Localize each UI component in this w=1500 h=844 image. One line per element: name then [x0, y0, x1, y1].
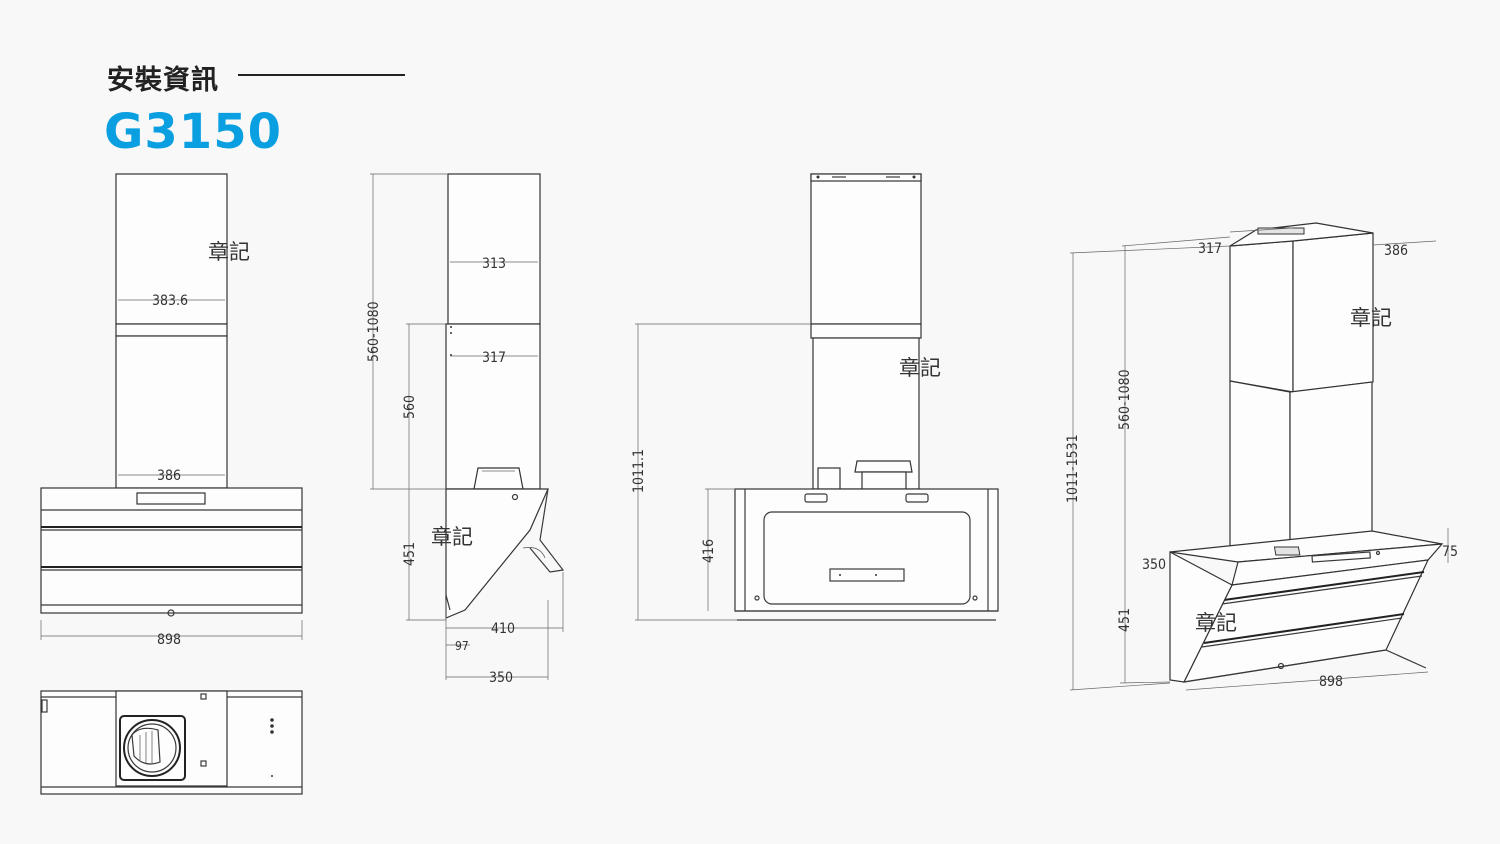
label-side-total-depth: 350	[489, 670, 513, 686]
label-chimney-width: 383.6	[152, 293, 188, 309]
front-chimney-joint	[115, 323, 228, 337]
label-side-hood-depth: 410	[491, 621, 515, 637]
label-iso-hood-width: 898	[1319, 674, 1343, 690]
fan-housing	[119, 715, 186, 781]
label-chimney-base-width: 386	[157, 468, 181, 484]
rear-filter-panel	[763, 511, 971, 605]
stamp-mark-iso-upper: 章記	[1350, 306, 1392, 330]
stamp-mark-side: 章記	[431, 525, 473, 549]
label-iso-hood-depth: 350	[1142, 557, 1166, 573]
dim-line-iso-width	[1185, 671, 1429, 691]
stamp-mark-rear: 章記	[899, 356, 941, 380]
front-upper-chimney	[115, 173, 228, 325]
isometric-view: 317 386 560-1080 1011-1531 350 451 898 7…	[1065, 222, 1458, 691]
side-view: 313 317 560-1080 560 451 410 97 350 章記	[366, 173, 565, 686]
side-front-panel	[529, 488, 565, 573]
label-iso-chimney-range: 560-1080	[1117, 369, 1133, 430]
label-iso-lower-depth: 317	[1198, 241, 1222, 257]
label-side-chimney-range: 560-1080	[366, 301, 382, 362]
label-side-chimney-height: 560	[402, 395, 418, 419]
dim-line-iso-317	[1229, 227, 1294, 233]
rear-duct-connector	[854, 460, 913, 473]
side-hood-profile	[445, 488, 549, 619]
section-title: 安裝資訊	[107, 65, 219, 96]
iso-lower-chimney-front	[1289, 381, 1373, 556]
bottom-view	[40, 690, 303, 795]
front-lower-chimney	[115, 335, 228, 489]
dim-line-iso-386	[1372, 240, 1437, 246]
iso-lower-chimney-side	[1229, 380, 1291, 556]
side-lower-chimney	[445, 323, 541, 490]
front-display-panel	[136, 492, 206, 505]
stamp-mark-front: 章記	[208, 240, 250, 264]
label-front-hood-width: 898	[157, 632, 181, 648]
rear-handle	[829, 568, 905, 582]
front-view: 383.6 386 898 章記	[40, 173, 303, 648]
iso-display-panel	[1311, 551, 1371, 563]
front-hood-body	[40, 487, 303, 614]
label-iso-upper-width: 386	[1384, 243, 1408, 259]
model-number: G3150	[104, 104, 282, 160]
label-rear-hood-height: 416	[701, 539, 717, 563]
label-iso-total-range: 1011-1531	[1065, 434, 1081, 503]
stamp-mark-iso-lower: 章記	[1195, 611, 1237, 635]
label-upper-chimney-depth: 313	[482, 256, 506, 272]
iso-upper-chimney-side	[1229, 240, 1294, 393]
label-rear-total-height: 1011.1	[631, 449, 647, 493]
label-front-offset: 97	[455, 639, 469, 653]
front-light-button-icon	[167, 609, 175, 617]
rear-view: 1011.1 416 章記	[631, 173, 999, 621]
title-underline	[238, 74, 405, 76]
side-upper-chimney	[447, 173, 541, 325]
label-lower-chimney-depth: 317	[482, 350, 506, 366]
rear-hood-body	[734, 488, 999, 612]
fan-icon	[123, 719, 181, 777]
label-iso-top-thickness: 75	[1442, 544, 1458, 560]
label-iso-hood-height: 451	[1117, 608, 1133, 632]
label-side-hood-height: 451	[402, 542, 418, 566]
rear-mount-bracket	[810, 173, 922, 325]
